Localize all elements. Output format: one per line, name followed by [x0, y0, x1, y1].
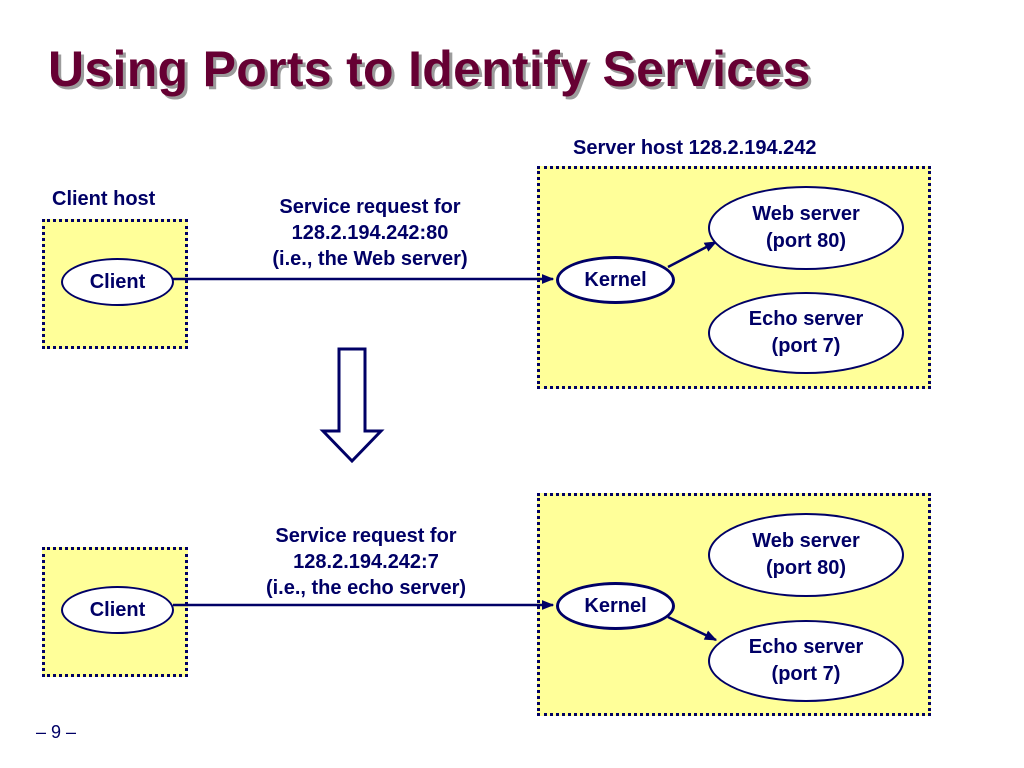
service-request-address: 128.2.194.242:80	[291, 222, 449, 244]
web-server-label: Web server (port 80)	[752, 530, 860, 579]
web-server-node-bottom: Web server (port 80)	[708, 513, 904, 597]
kernel-to-web-arrow-top	[667, 240, 718, 269]
service-request-line-1: Service request for	[275, 525, 457, 547]
service-request-label-bottom: Service request for 128.2.194.242:7 (i.e…	[246, 523, 486, 601]
kernel-label: Kernel	[584, 594, 647, 617]
page-number: – 9 –	[36, 722, 77, 742]
client-label: Client	[89, 598, 146, 621]
client-node-bottom: Client	[61, 586, 174, 634]
client-host-label: Client host	[52, 188, 156, 210]
service-request-label-top: Service request for 128.2.194.242:80 (i.…	[250, 194, 490, 272]
web-server-label: Web server (port 80)	[752, 203, 860, 252]
slide-title: Using Ports to Identify Services	[48, 41, 811, 97]
service-request-address: 128.2.194.242:7	[293, 551, 439, 573]
down-arrow-icon	[319, 347, 385, 464]
echo-server-node-top: Echo server (port 7)	[708, 292, 904, 374]
echo-server-node-bottom: Echo server (port 7)	[708, 620, 904, 702]
kernel-to-echo-arrow-bottom	[667, 615, 718, 642]
kernel-node-top: Kernel	[556, 256, 675, 304]
kernel-label: Kernel	[584, 268, 647, 291]
service-request-line-1: Service request for	[279, 196, 461, 218]
service-request-target: (i.e., the echo server)	[265, 577, 467, 599]
server-host-label: Server host 128.2.194.242	[573, 137, 817, 159]
web-server-node-top: Web server (port 80)	[708, 186, 904, 270]
echo-server-label: Echo server (port 7)	[748, 308, 864, 357]
echo-server-label: Echo server (port 7)	[748, 636, 864, 685]
kernel-node-bottom: Kernel	[556, 582, 675, 630]
client-node-top: Client	[61, 258, 174, 306]
client-label: Client	[89, 270, 146, 293]
service-request-target: (i.e., the Web server)	[272, 248, 468, 270]
